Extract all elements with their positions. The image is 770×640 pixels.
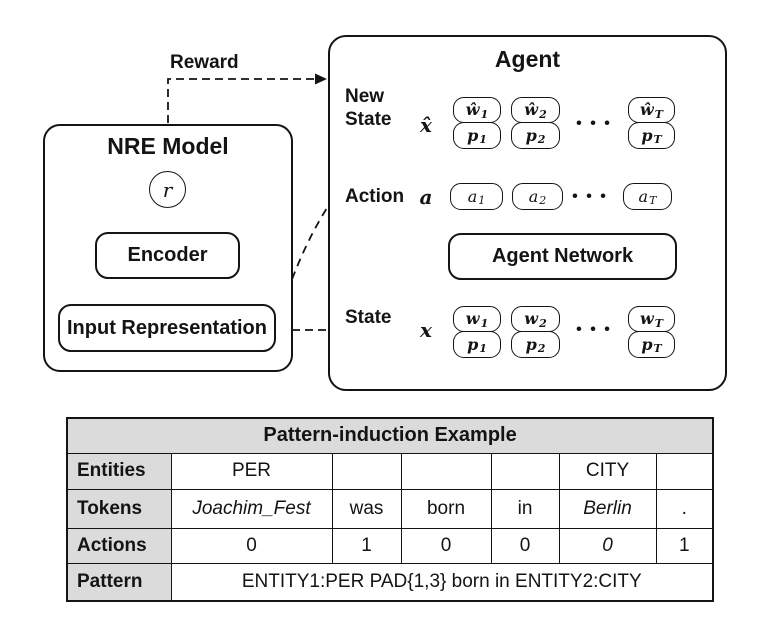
token-text: a <box>467 186 478 206</box>
reward-dashed-line <box>167 78 315 123</box>
tokens-cell: born <box>400 488 492 529</box>
entities-cell <box>490 452 560 490</box>
reward-arrowhead <box>315 73 327 85</box>
row-label-tokens: Tokens <box>66 488 172 529</box>
token-sub: T <box>654 316 663 330</box>
token-sub: 2 <box>539 194 547 207</box>
token-text: p <box>641 125 653 145</box>
action-ellipsis: • • • <box>572 188 608 205</box>
pattern-induction-table: Pattern-induction Example Entities PER C… <box>66 417 715 602</box>
token-sub: 2 <box>537 133 546 146</box>
token-text: ŵ <box>524 100 539 119</box>
new-state-ellipsis: • • • <box>576 115 612 132</box>
tokens-cell: . <box>655 488 714 529</box>
token-sub: 1 <box>480 316 489 330</box>
x-symbol: x <box>420 318 432 342</box>
token-sub: 1 <box>478 194 486 207</box>
row-label-entities: Entities <box>66 452 172 490</box>
state-ellipsis: • • • <box>576 321 612 338</box>
new-state-label: New State <box>345 85 415 131</box>
tokens-cell: was <box>331 488 402 529</box>
token-sub: 1 <box>479 133 487 146</box>
entities-cell: CITY <box>558 452 657 490</box>
new-state-label-line2: State <box>345 109 392 130</box>
token-text: ŵ <box>465 100 480 119</box>
token-text: w <box>465 309 480 328</box>
pattern-table-wrap: Pattern-induction Example Entities PER C… <box>66 417 715 602</box>
nre-model-title: NRE Model <box>107 132 229 159</box>
xhat-symbol: x̂ <box>420 113 432 137</box>
entities-cell <box>400 452 492 490</box>
token-text: p <box>525 125 537 145</box>
token-text: a <box>638 186 649 206</box>
token-sub: T <box>649 194 657 207</box>
a-symbol: a <box>419 185 433 209</box>
input-representation-box: Input Representation <box>58 304 276 352</box>
tokens-cell: in <box>490 488 560 529</box>
token-sub: 2 <box>539 107 547 121</box>
actions-cell: 0 <box>400 527 492 564</box>
encoder-box: Encoder <box>95 232 240 279</box>
token-text: p <box>467 334 479 354</box>
token-sub: T <box>653 342 662 355</box>
agent-network-box: Agent Network <box>448 233 677 280</box>
actions-cell: 0 <box>490 527 560 564</box>
token-sub: 1 <box>480 107 489 121</box>
pattern-cell: ENTITY1:PER PAD{1,3} born in ENTITY2:CIT… <box>170 562 714 602</box>
action-label: Action <box>345 186 405 207</box>
token-text: w <box>640 309 654 328</box>
tokens-cell: Berlin <box>558 488 657 529</box>
new-state-label-line1: New <box>345 86 385 107</box>
token-text: p <box>641 334 653 354</box>
entities-cell <box>655 452 714 490</box>
token-sub: 1 <box>479 342 487 355</box>
reward-label: Reward <box>170 52 239 73</box>
token-sub: 2 <box>539 316 547 330</box>
r-symbol: r <box>162 177 173 202</box>
token-text: w <box>524 309 539 328</box>
agent-title: Agent <box>494 45 561 72</box>
table-title: Pattern-induction Example <box>66 417 714 454</box>
actions-cell: 1 <box>655 527 714 564</box>
token-text: p <box>467 125 479 145</box>
actions-cell: 1 <box>331 527 402 564</box>
token-sub: T <box>653 133 662 146</box>
token-text: p <box>525 334 537 354</box>
entities-cell: PER <box>170 452 333 490</box>
actions-cell: 0 <box>170 527 333 564</box>
row-label-pattern: Pattern <box>66 562 172 602</box>
token-text: ŵ <box>640 100 654 119</box>
state-label: State <box>345 307 392 328</box>
token-sub: 2 <box>537 342 546 355</box>
tokens-cell: Joachim_Fest <box>170 488 333 529</box>
token-sub: T <box>654 107 663 121</box>
actions-cell: 0 <box>558 527 657 564</box>
token-text: a <box>528 186 539 206</box>
entities-cell <box>331 452 402 490</box>
row-label-actions: Actions <box>66 527 172 564</box>
reward-r-circle: r <box>149 171 186 208</box>
